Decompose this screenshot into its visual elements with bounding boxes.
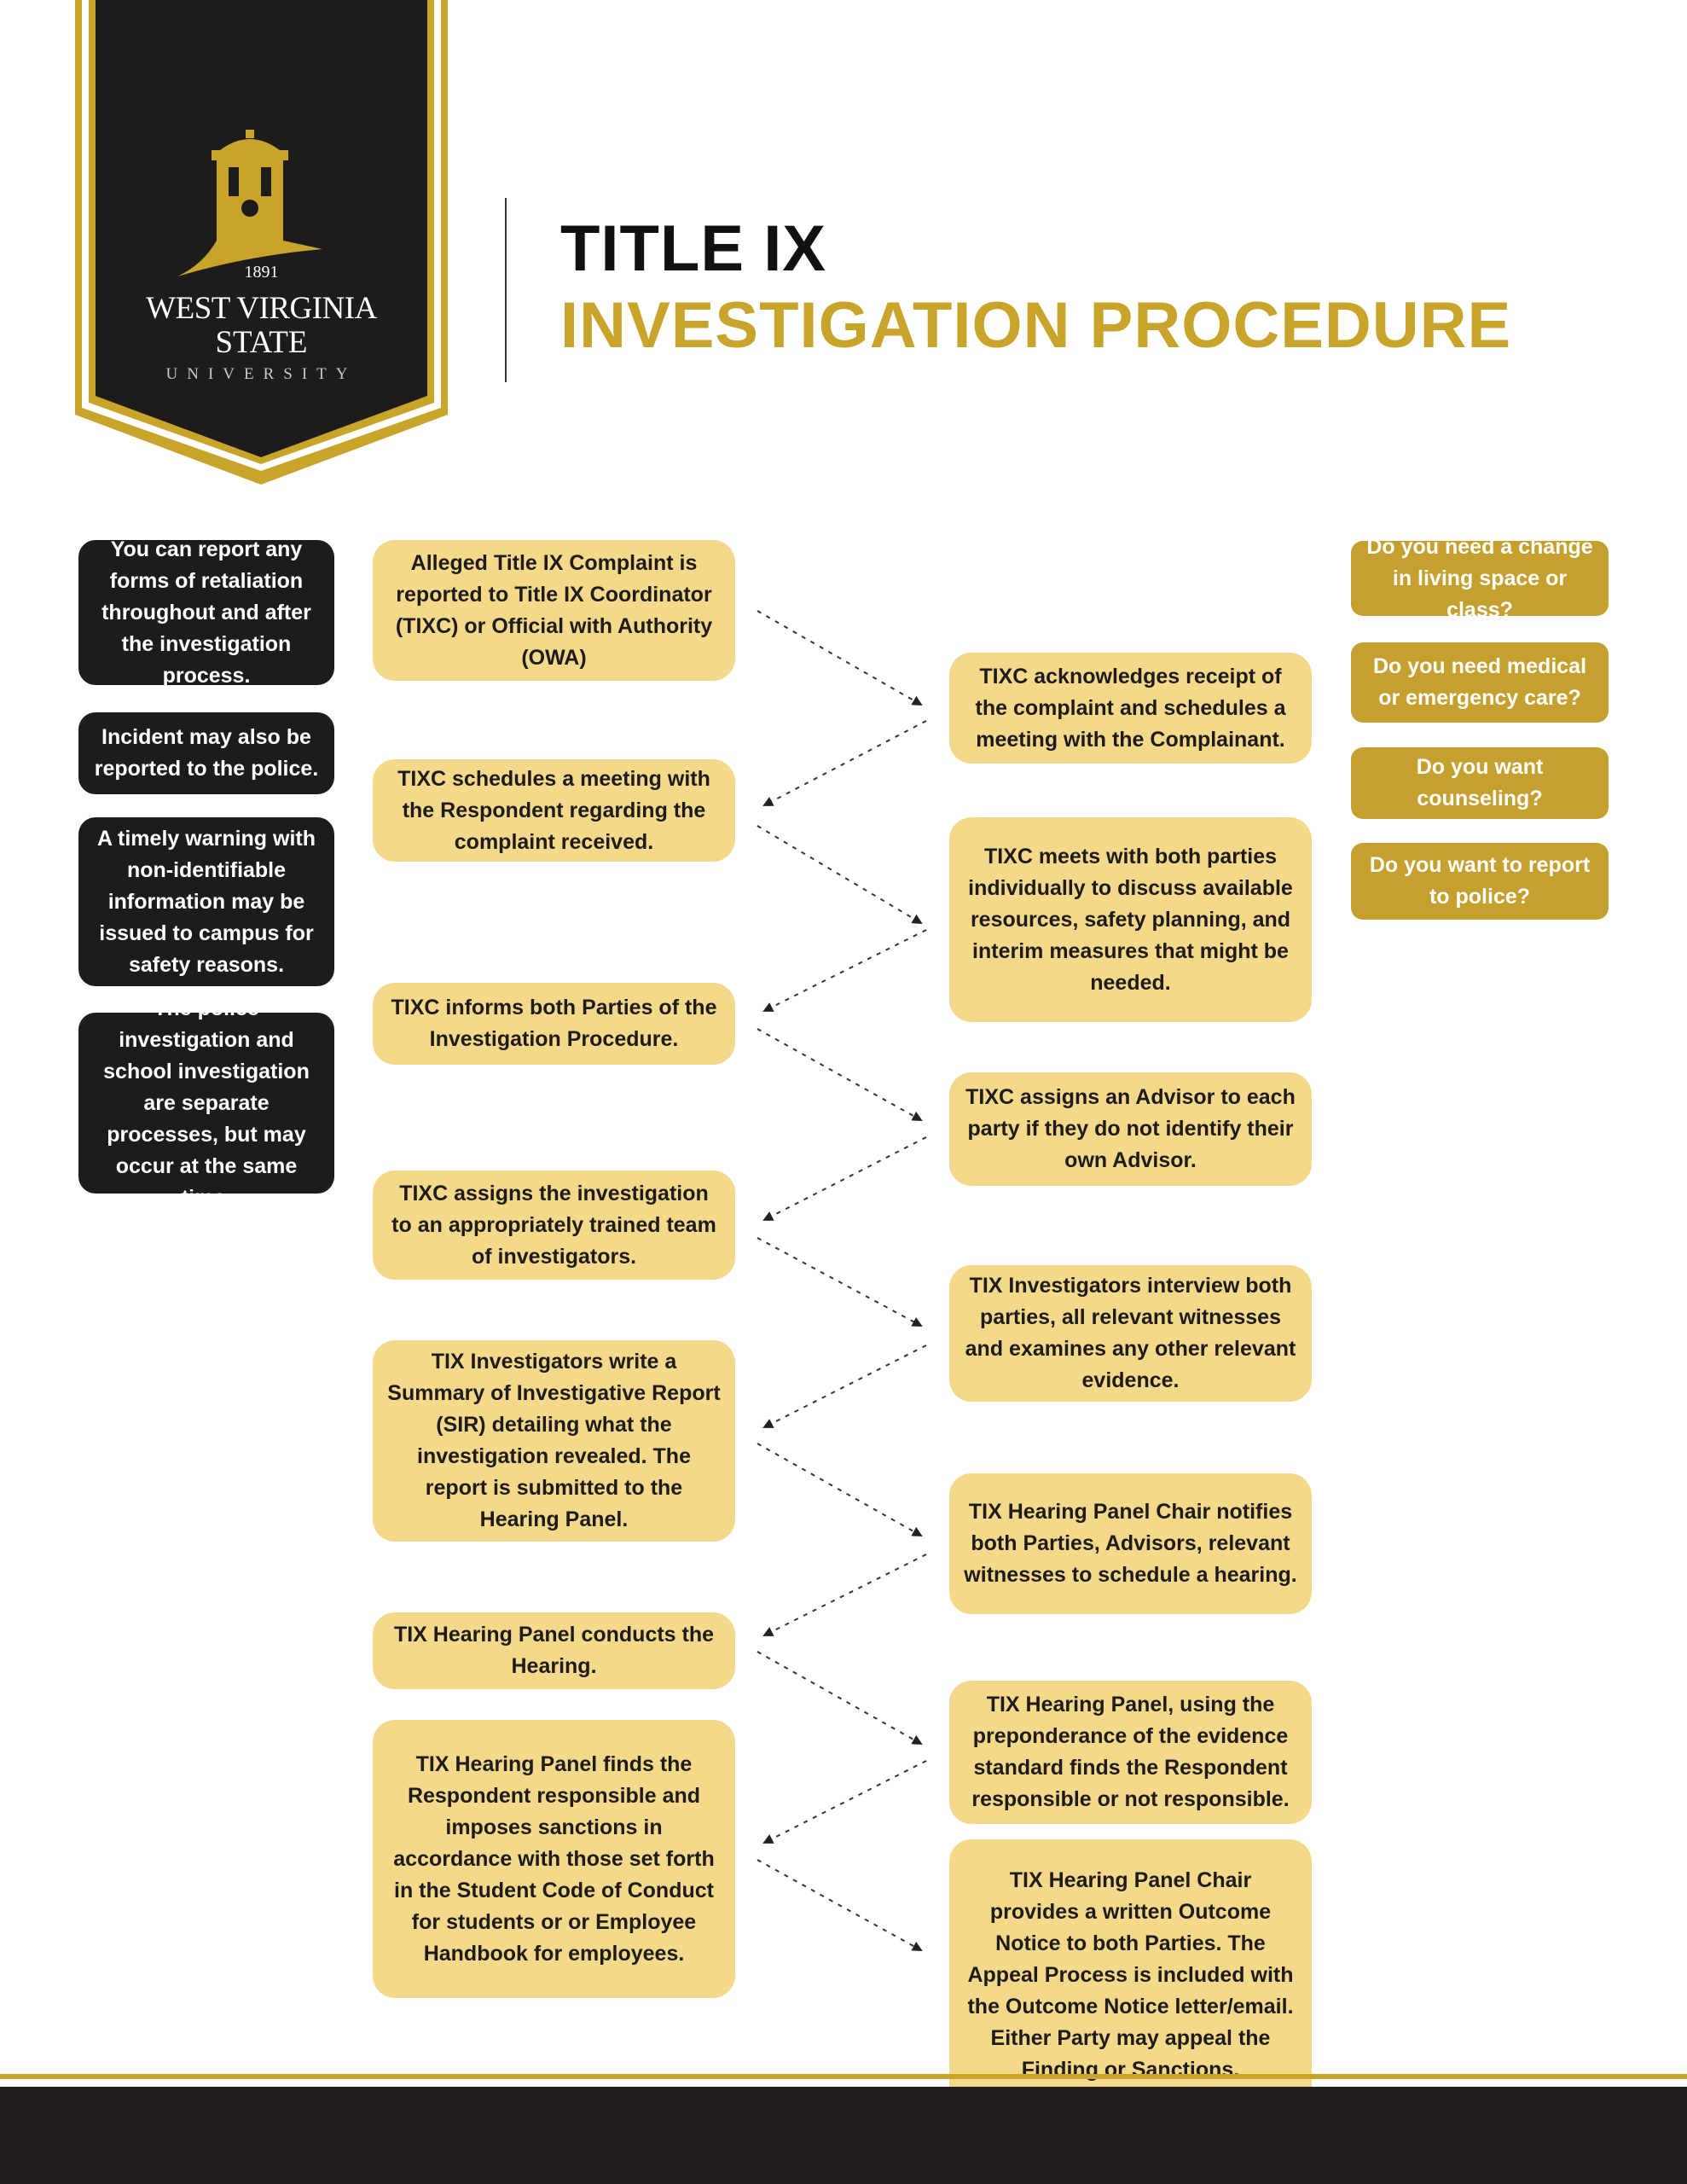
info-box-police-report: Incident may also be reported to the pol… <box>78 712 334 794</box>
step-box-assign-advisor: TIXC assigns an Advisor to each party if… <box>949 1072 1312 1186</box>
step-box-outcome-notice: TIX Hearing Panel Chair provides a writt… <box>949 1839 1312 2111</box>
question-box-living-space: Do you need a change in living space or … <box>1351 535 1609 622</box>
step-box-write-report: TIX Investigators write a Summary of Inv… <box>373 1340 735 1542</box>
page-subtitle: INVESTIGATION PROCEDURE <box>560 289 1512 362</box>
title-divider <box>505 198 507 382</box>
connector-arrow <box>757 1651 923 1745</box>
info-box-separate-processes: The police investigation and school inve… <box>78 996 334 1210</box>
step-box-finding: TIX Hearing Panel, using the preponderan… <box>949 1681 1312 1824</box>
step-box-assign-investigation: TIXC assigns the investigation to an app… <box>373 1170 735 1280</box>
connector-arrow <box>762 1345 927 1428</box>
logo-name-line2: STATE <box>215 325 308 360</box>
info-box-retaliation: You can report any forms of retaliation … <box>78 537 334 688</box>
step-box-impose-sanctions: TIX Hearing Panel finds the Respondent r… <box>373 1720 735 1998</box>
connector-arrow <box>757 610 923 706</box>
connector-arrow <box>762 929 927 1012</box>
connector-arrow <box>762 1760 927 1844</box>
connector-arrow <box>757 1028 923 1121</box>
connector-arrow <box>757 1859 923 1951</box>
step-box-conduct-hearing: TIX Hearing Panel conducts the Hearing. <box>373 1612 735 1689</box>
connector-arrow <box>757 1443 923 1536</box>
step-box-respondent-meeting: TIXC schedules a meeting with the Respon… <box>373 759 735 862</box>
logo-name-line1: WEST VIRGINIA <box>146 291 377 326</box>
question-box-counseling: Do you want counseling? <box>1351 747 1609 819</box>
connector-arrow <box>757 825 923 925</box>
connector-arrow <box>762 1554 927 1636</box>
info-box-timely-warning: A timely warning with non-identifiable i… <box>78 817 334 986</box>
step-box-meet-parties: TIXC meets with both parties individuall… <box>949 817 1312 1022</box>
question-box-medical-care: Do you need medical or emergency care? <box>1351 642 1609 723</box>
footer-bar <box>0 2087 1687 2184</box>
step-box-acknowledge-receipt: TIXC acknowledges receipt of the complai… <box>949 653 1312 764</box>
page-title: TITLE IX <box>560 212 826 285</box>
step-box-interview-parties: TIX Investigators interview both parties… <box>949 1265 1312 1402</box>
connector-arrow <box>762 1136 927 1221</box>
university-logo-banner <box>75 0 448 485</box>
question-box-report-police: Do you want to report to police? <box>1351 843 1609 920</box>
step-box-complaint-reported: Alleged Title IX Complaint is reported t… <box>373 540 735 681</box>
connector-arrow <box>757 1237 923 1327</box>
step-box-schedule-hearing: TIX Hearing Panel Chair notifies both Pa… <box>949 1473 1312 1614</box>
connector-arrow <box>762 720 927 806</box>
clock-tower-icon <box>177 130 322 276</box>
logo-name-line3: UNIVERSITY <box>165 365 357 383</box>
logo-year: 1891 <box>244 263 279 282</box>
footer-gold-line <box>0 2074 1687 2079</box>
step-box-inform-parties: TIXC informs both Parties of the Investi… <box>373 983 735 1065</box>
